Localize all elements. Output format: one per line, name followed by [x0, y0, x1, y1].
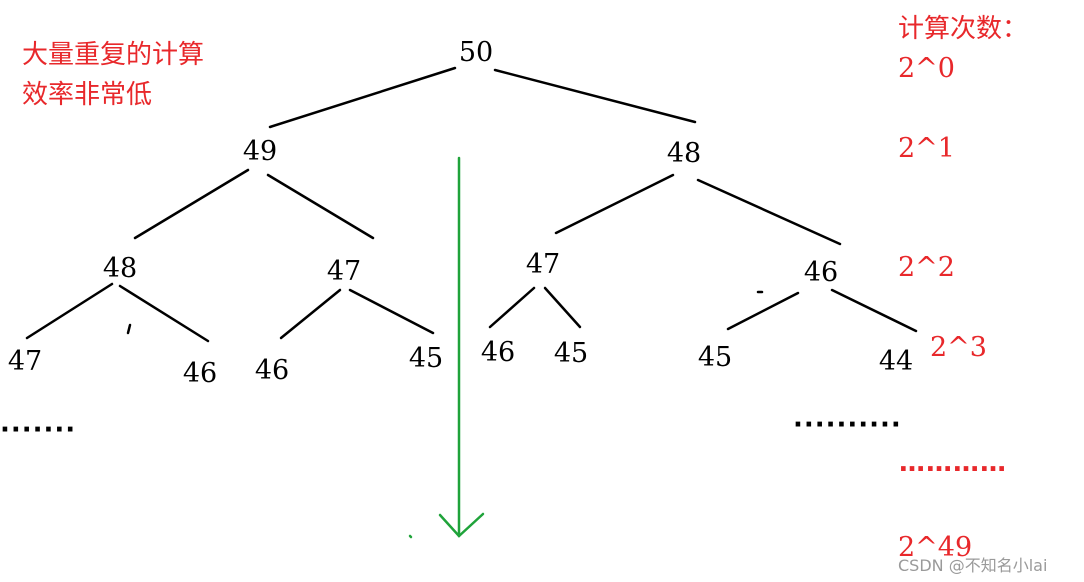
edge-50-48: [493, 68, 697, 124]
ellipsis-left: ·······: [0, 415, 76, 445]
edge-46-44-leaf: [830, 288, 918, 333]
node-l3-6: 45: [698, 342, 732, 373]
count-level-2: 2^2: [898, 252, 955, 283]
tree-nodes: 50 49 48 48 47 47 46 47 46 46 45 46 45 4…: [0, 37, 913, 445]
edge-49-48: [133, 168, 250, 240]
node-root: 50: [459, 37, 493, 68]
ellipsis-right: ··········: [793, 410, 902, 440]
node-l2-0: 48: [103, 253, 137, 284]
node-l3-3: 45: [409, 343, 443, 374]
stray-mark: [126, 323, 132, 335]
count-ellipsis: …………: [899, 448, 1007, 478]
edge-48-46: [696, 178, 842, 246]
node-l3-7: 44: [879, 346, 913, 377]
edge-47b-45-leaf: [543, 286, 582, 329]
annotation-note: 大量重复的计算 效率非常低: [22, 40, 204, 110]
node-l2-1: 47: [327, 256, 361, 287]
count-last: 2^49: [898, 532, 972, 563]
edge-47-46-leaf: [279, 288, 342, 340]
node-l3-1: 46: [183, 358, 217, 389]
edge-46-45-leaf: [726, 291, 800, 331]
count-level-3: 2^3: [930, 332, 987, 363]
node-l3-4: 46: [481, 337, 515, 368]
node-l2-2: 47: [526, 249, 560, 280]
node-l1-1: 48: [667, 138, 701, 169]
node-l3-2: 46: [255, 355, 289, 386]
edge-50-49: [268, 66, 457, 129]
node-l1-0: 49: [243, 136, 277, 167]
node-l2-3: 46: [804, 257, 838, 288]
annotation-line-1: 大量重复的计算: [22, 40, 204, 70]
edge-47-45-leaf: [348, 288, 435, 335]
down-arrow-icon: [408, 156, 485, 539]
edge-49-47: [266, 173, 375, 240]
node-l3-0: 47: [8, 346, 42, 377]
count-column: 计算次数： 2^0 2^1 2^2 2^3 ………… 2^49: [898, 14, 1028, 563]
tree-edges: [25, 66, 918, 343]
edge-47b-46-leaf: [488, 286, 536, 329]
edge-48-46-leaf: [118, 284, 210, 343]
watermark: CSDN @不知名小lai: [898, 556, 1047, 575]
edge-48-47-leaf: [25, 282, 114, 340]
count-level-1: 2^1: [898, 133, 955, 164]
node-l3-5: 45: [554, 338, 588, 369]
annotation-line-2: 效率非常低: [22, 80, 152, 110]
count-level-0: 2^0: [898, 53, 955, 84]
edge-48-47: [554, 173, 675, 235]
count-title: 计算次数：: [898, 14, 1028, 44]
